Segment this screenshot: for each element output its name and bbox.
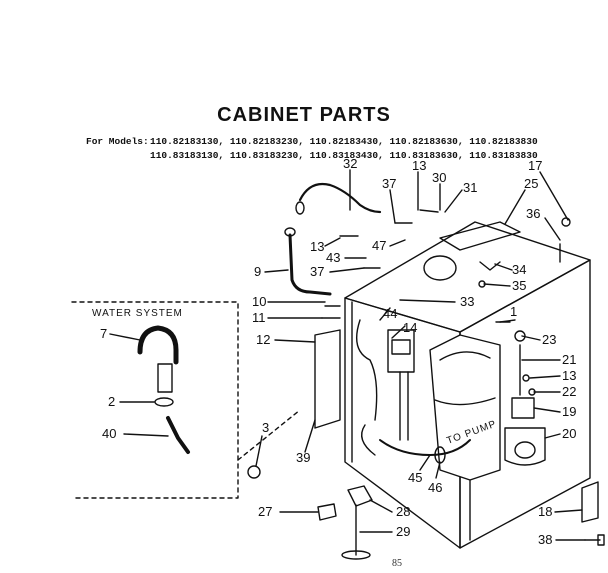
callout-33: 33 <box>460 294 474 309</box>
callout-45: 45 <box>408 470 422 485</box>
callout-31: 31 <box>463 180 477 195</box>
callout-17: 17 <box>528 158 542 173</box>
inner-tub <box>429 334 501 481</box>
fill-hose-elbow <box>137 325 179 365</box>
callout-2: 2 <box>108 394 115 409</box>
callout-39: 39 <box>296 450 310 465</box>
callout-37: 37 <box>382 176 396 191</box>
callout-28: 28 <box>396 504 410 519</box>
models-line-2: 110.83183130, 110.83183230, 110.83183430… <box>150 150 538 161</box>
pump-motor <box>504 427 546 466</box>
models-line-1: 110.82183130, 110.82183230, 110.82183430… <box>150 136 538 147</box>
side-panel <box>314 329 341 429</box>
rear-bracket <box>581 481 599 523</box>
callout-13b: 13 <box>310 239 324 254</box>
callout-29: 29 <box>396 524 410 539</box>
fill-hose <box>298 182 382 214</box>
inlet-hose <box>288 233 332 296</box>
inlet-fitting <box>166 416 190 454</box>
callout-21: 21 <box>562 352 576 367</box>
callout-47: 47 <box>372 238 386 253</box>
water-system-label: WATER SYSTEM <box>92 308 183 319</box>
hose-section <box>157 363 173 393</box>
callout-32: 32 <box>343 156 357 171</box>
water-system-box <box>71 301 239 499</box>
callout-1: 1 <box>510 304 517 319</box>
switch-bracket <box>511 397 535 419</box>
inlet-clamp <box>247 465 261 479</box>
callout-38: 38 <box>538 532 552 547</box>
callout-20: 20 <box>562 426 576 441</box>
callout-30: 30 <box>432 170 446 185</box>
callout-19: 19 <box>562 404 576 419</box>
callout-40: 40 <box>102 426 116 441</box>
callout-13: 13 <box>412 158 426 173</box>
clip <box>317 503 337 521</box>
callout-43: 43 <box>326 250 340 265</box>
callout-18: 18 <box>538 504 552 519</box>
callout-3: 3 <box>262 420 269 435</box>
callout-46: 46 <box>428 480 442 495</box>
callout-12: 12 <box>256 332 270 347</box>
callout-44: 44 <box>383 306 397 321</box>
callout-10: 10 <box>252 294 266 309</box>
callout-34: 34 <box>512 262 526 277</box>
callout-14: 14 <box>403 320 417 335</box>
callout-9: 9 <box>254 264 261 279</box>
water-system-leader <box>237 409 301 461</box>
callout-23: 23 <box>542 332 556 347</box>
page-number: 85 <box>392 558 402 569</box>
callout-37b: 37 <box>310 264 324 279</box>
models-prefix: For Models: <box>86 136 149 147</box>
callout-36: 36 <box>526 206 540 221</box>
fill-opening <box>423 255 457 281</box>
hose-clamp <box>154 397 174 407</box>
callout-13c: 13 <box>562 368 576 383</box>
callout-11: 11 <box>252 310 266 325</box>
callout-35: 35 <box>512 278 526 293</box>
diagram-title: CABINET PARTS <box>217 104 391 126</box>
callout-7: 7 <box>100 326 107 341</box>
callout-25: 25 <box>524 176 538 191</box>
callout-22: 22 <box>562 384 576 399</box>
console-bracket <box>439 221 521 251</box>
callout-27: 27 <box>258 504 272 519</box>
